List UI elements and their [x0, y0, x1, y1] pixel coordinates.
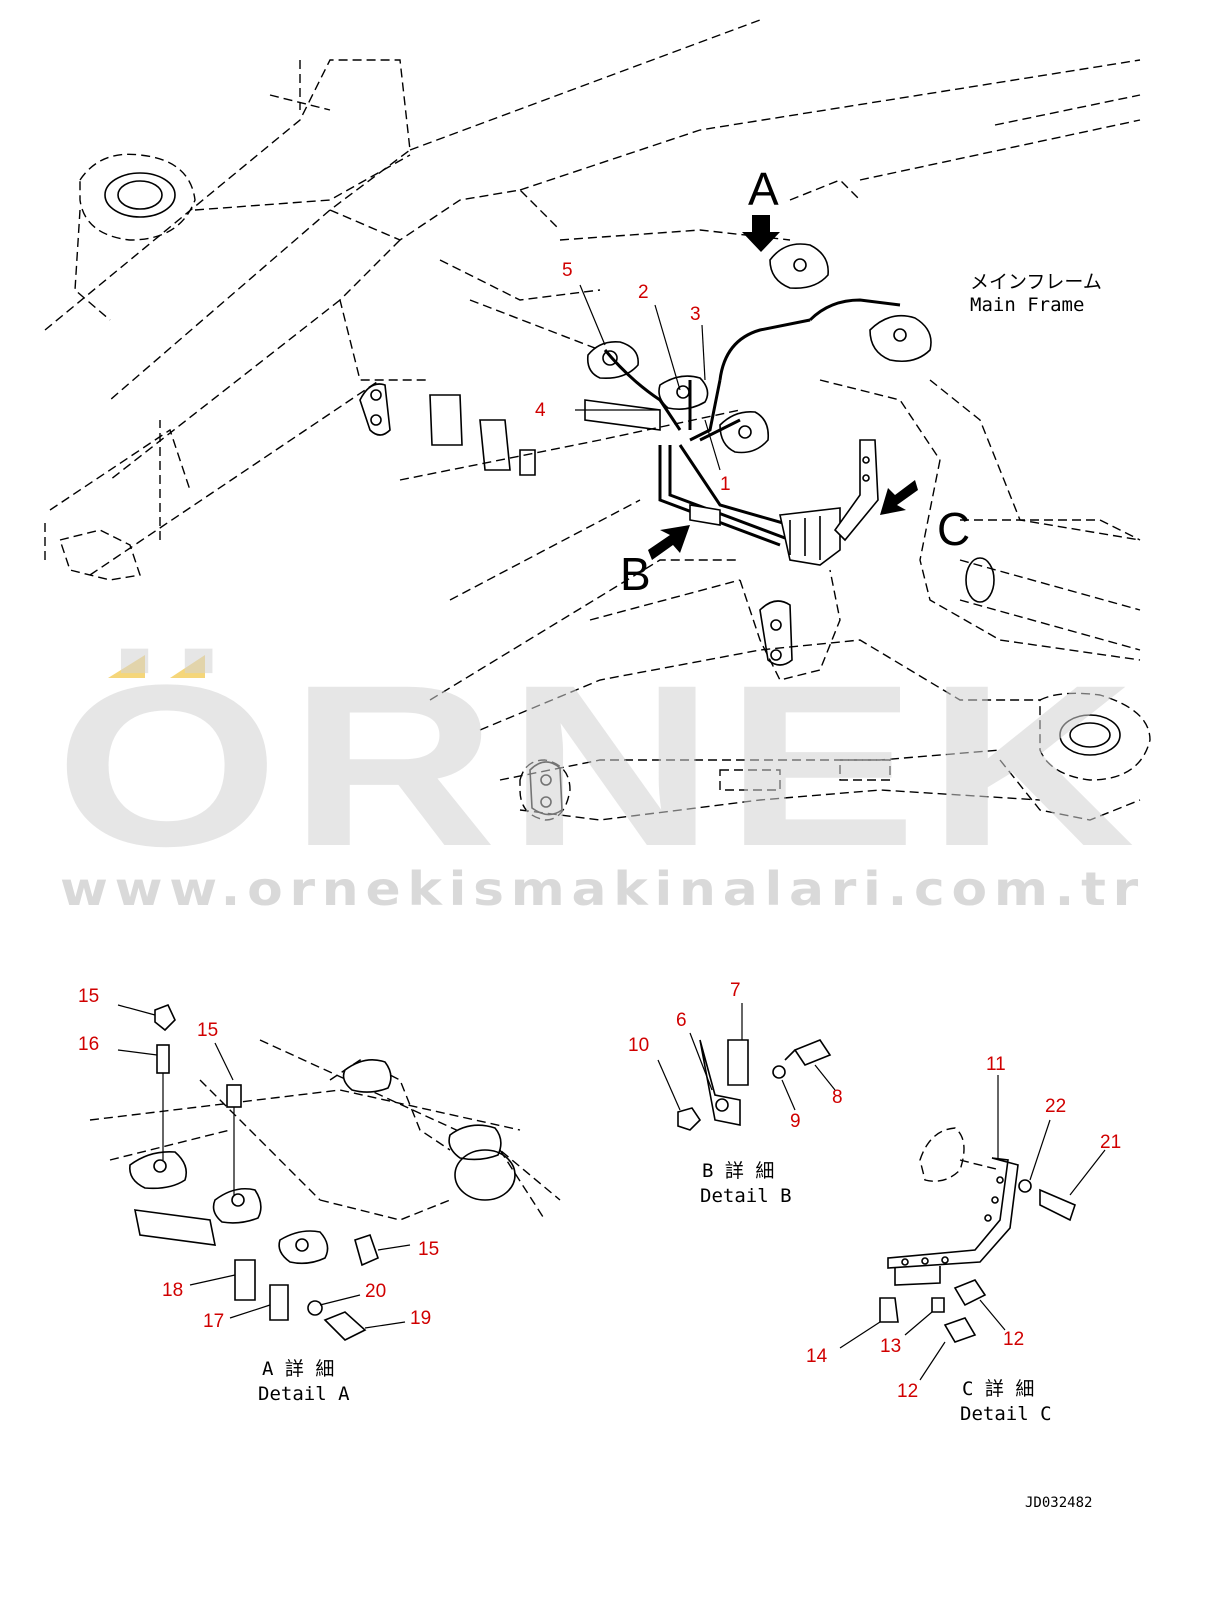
watermark: ÖRNEK www.ornekismakinalari.com.tr — [55, 637, 1145, 916]
callout-a-17: 17 — [203, 1311, 224, 1332]
watermark-brand: ÖRNEK — [55, 637, 1145, 894]
callout-main-1: 1 — [720, 474, 731, 495]
detail-a: 15 16 15 15 18 20 17 19 A 詳 細 Detail A — [78, 986, 561, 1405]
callout-c-12-right: 12 — [1003, 1329, 1024, 1350]
callout-a-19: 19 — [410, 1308, 431, 1329]
callout-a-15-right: 15 — [418, 1239, 439, 1260]
detail-b-label-jp: B 詳 細 — [702, 1160, 774, 1182]
view-label-a: A — [748, 163, 779, 215]
callout-c-22: 22 — [1045, 1096, 1066, 1117]
main-frame-outline — [44, 19, 1151, 821]
callout-b-8: 8 — [832, 1087, 843, 1108]
main-frame-label-jp: メインフレーム — [970, 271, 1102, 293]
watermark-accent-left — [108, 655, 145, 678]
callout-c-13: 13 — [880, 1336, 901, 1357]
detail-a-label-en: Detail A — [258, 1383, 350, 1405]
callout-a-15-top: 15 — [78, 986, 99, 1007]
detail-c-label-jp: C 詳 細 — [962, 1378, 1034, 1400]
callout-b-7: 7 — [730, 980, 741, 1001]
callout-main-4: 4 — [535, 400, 546, 421]
drawing-number: JD032482 — [1025, 1495, 1092, 1511]
detail-c-label-en: Detail C — [960, 1403, 1052, 1425]
callout-c-14: 14 — [806, 1346, 828, 1367]
callout-a-18: 18 — [162, 1280, 183, 1301]
view-label-b: B — [620, 548, 651, 600]
watermark-url: www.ornekismakinalari.com.tr — [60, 862, 1145, 916]
callout-c-12-bottom: 12 — [897, 1381, 918, 1402]
callout-c-21: 21 — [1100, 1132, 1121, 1153]
watermark-accent-right — [170, 655, 205, 678]
callout-b-6: 6 — [676, 1010, 687, 1031]
callout-c-11: 11 — [986, 1054, 1006, 1075]
detail-b-label-en: Detail B — [700, 1185, 792, 1207]
view-label-c: C — [937, 503, 970, 555]
callout-a-20: 20 — [365, 1281, 386, 1302]
callout-main-5: 5 — [562, 260, 573, 281]
main-frame-label-en: Main Frame — [970, 294, 1084, 316]
callout-b-9: 9 — [790, 1111, 801, 1132]
callout-a-16: 16 — [78, 1034, 99, 1055]
detail-a-label-jp: A 詳 細 — [262, 1358, 334, 1380]
callout-b-10: 10 — [628, 1035, 649, 1056]
main-callouts: 5 2 3 4 1 — [535, 260, 731, 495]
detail-c: 11 22 21 12 14 13 12 C 詳 細 Detail C — [806, 1054, 1121, 1425]
callout-main-2: 2 — [638, 282, 649, 303]
callout-main-3: 3 — [690, 304, 701, 325]
view-arrows — [648, 215, 918, 560]
grease-piping-assembly — [584, 243, 932, 566]
detail-b: 10 6 7 8 9 B 詳 細 Detail B — [628, 980, 843, 1207]
callout-a-15-mid: 15 — [197, 1020, 218, 1041]
